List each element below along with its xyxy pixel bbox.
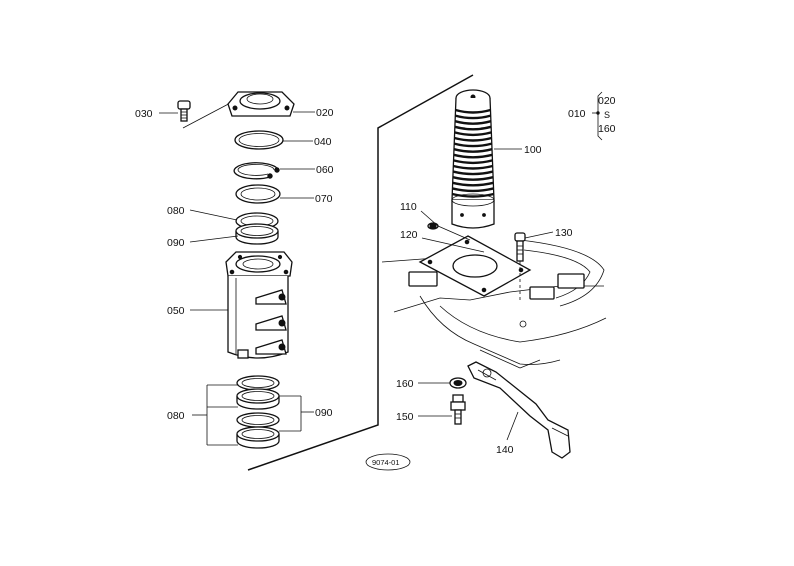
callout-090-top: 090: [167, 237, 185, 249]
part-100-bellows[interactable]: [451, 89, 495, 229]
callout-040: 040: [314, 136, 332, 148]
part-130-bolt[interactable]: [514, 232, 526, 300]
callout-080-top: 080: [167, 205, 185, 217]
bracket-080-lower: [192, 384, 238, 446]
part-080-seal-lower-1[interactable]: [236, 375, 280, 391]
leader-120: [421, 237, 485, 253]
frame-outline: [381, 239, 607, 369]
bellows-rib: [451, 192, 495, 198]
bellows-rib: [453, 164, 493, 170]
callout-140: 140: [496, 444, 514, 456]
bellows-rib: [454, 131, 492, 137]
part-090-ring-upper[interactable]: [235, 223, 279, 245]
part-150-bolt[interactable]: [450, 394, 466, 425]
part-160-washer[interactable]: [449, 377, 467, 389]
assembly-key: [592, 91, 603, 141]
leader-080-top: [189, 209, 238, 221]
part-110-nut[interactable]: [427, 222, 439, 230]
callout-120: 120: [400, 229, 418, 241]
callout-060: 060: [316, 164, 334, 176]
callout-080-bottom: 080: [167, 410, 185, 422]
part-070-ring[interactable]: [235, 184, 281, 204]
part-060-snap-ring[interactable]: [233, 162, 280, 180]
leader-110: [420, 210, 439, 227]
assembly-key-main: 010: [568, 108, 586, 120]
leader-030-to-cover: [182, 99, 237, 129]
callout-030: 030: [135, 108, 153, 120]
callout-100: 100: [524, 144, 542, 156]
leader-090-top: [189, 235, 239, 243]
bellows-rib: [452, 187, 494, 193]
bellows-rib: [452, 170, 494, 176]
bellows-rib: [453, 153, 493, 159]
part-030-bolt[interactable]: [177, 100, 191, 122]
part-080-seal-lower-2[interactable]: [236, 412, 280, 428]
callout-090-bottom: 090: [315, 407, 333, 419]
bellows-rib: [454, 114, 492, 120]
bellows-rib: [454, 120, 492, 125]
callout-110: 110: [400, 201, 417, 213]
bellows-rib: [452, 181, 494, 187]
bellows-rib: [454, 125, 492, 131]
part-090-ring-lower-2[interactable]: [236, 426, 280, 449]
part-050-swivel-body[interactable]: [225, 251, 293, 359]
part-040-o-ring[interactable]: [234, 130, 284, 150]
callout-050: 050: [167, 305, 185, 317]
bellows-rib: [452, 176, 494, 181]
callout-070: 070: [315, 193, 333, 205]
callout-020: 020: [316, 107, 334, 119]
leader-110-down: [437, 225, 471, 241]
assembly-key-from: 020: [598, 95, 616, 107]
bellows-rib: [453, 159, 493, 165]
drawing-id: 9074-01: [372, 458, 400, 467]
callout-150: 150: [396, 411, 414, 423]
drawing-id-badge: [365, 453, 411, 471]
part-020-cover[interactable]: [227, 91, 295, 117]
bracket-090-lower: [279, 395, 314, 432]
section-divider: [247, 74, 474, 471]
part-120-plate[interactable]: [418, 235, 532, 297]
callout-160: 160: [396, 378, 414, 390]
bellows-rib: [453, 148, 493, 153]
assembly-key-to: 160: [598, 123, 616, 135]
leader-130: [524, 231, 554, 239]
callout-130: 130: [555, 227, 573, 239]
bellows-rib: [454, 136, 492, 142]
assembly-key-range: S: [604, 110, 610, 120]
part-090-ring-lower-1[interactable]: [236, 388, 280, 410]
bellows-rib: [455, 108, 491, 114]
bellows-rib: [453, 142, 493, 148]
leader-140: [506, 411, 519, 441]
part-140-lever[interactable]: [467, 361, 571, 459]
